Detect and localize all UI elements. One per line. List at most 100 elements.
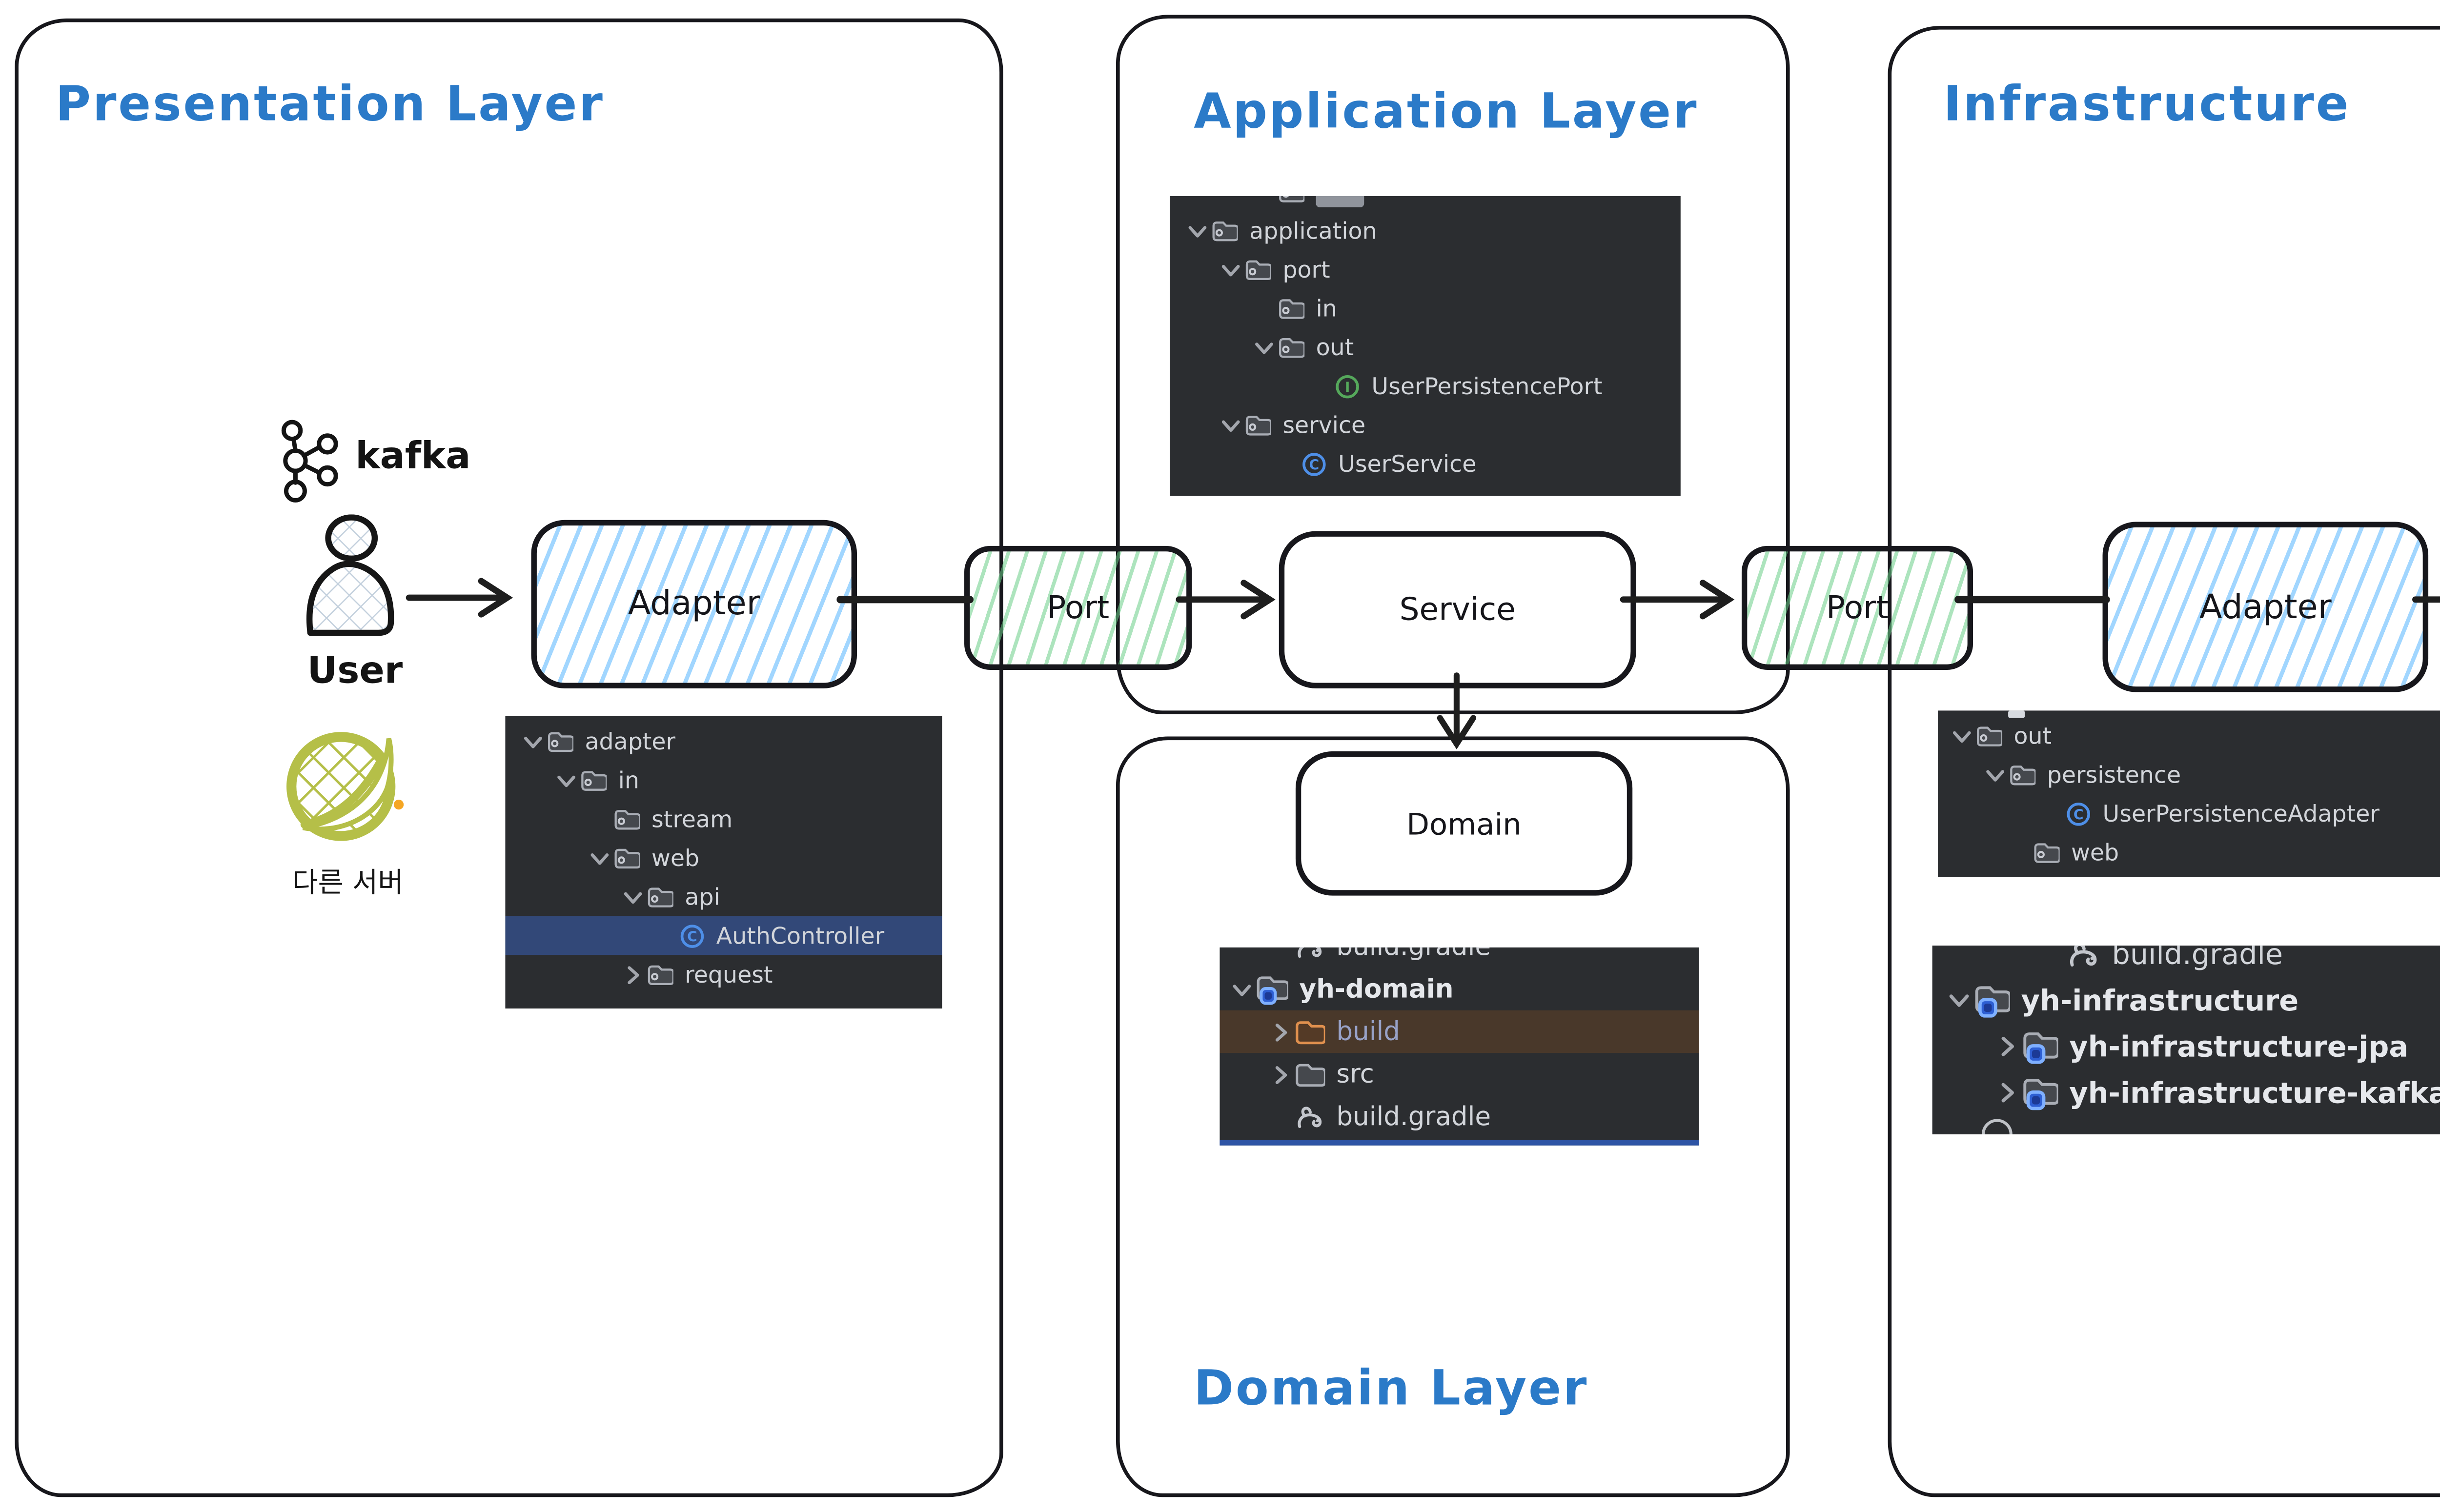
tree-row-selected[interactable]: build xyxy=(1220,1010,1699,1053)
application-layer-container[interactable] xyxy=(1116,15,1790,714)
tree-row[interactable]: stream xyxy=(505,799,942,838)
port-in-box[interactable]: Port xyxy=(964,545,1192,670)
domain-module-tree: build.gradle yh-domain build src build.g… xyxy=(1220,947,1699,1146)
chevron-down-icon[interactable] xyxy=(1218,414,1242,436)
tree-row[interactable] xyxy=(1170,196,1681,211)
tree-row[interactable]: in xyxy=(1170,289,1681,328)
tree-row-label: UserService xyxy=(1338,449,1477,478)
chevron-down-icon[interactable] xyxy=(1218,258,1242,281)
tree-row[interactable]: yh-infrastructure-jpa xyxy=(1932,1023,2440,1069)
tree-row-label: UserPersistenceAdapter xyxy=(2102,799,2379,827)
tree-row-label: in xyxy=(618,766,640,794)
chevron-down-icon[interactable] xyxy=(587,847,610,869)
tree-row[interactable]: web xyxy=(1938,833,2440,872)
tree-row-label: yh-infrastructure-jpa xyxy=(2069,1029,2408,1063)
tree-row[interactable]: build.gradle xyxy=(1932,946,2440,977)
service-box[interactable]: Service xyxy=(1279,531,1636,688)
tree-row-label: in xyxy=(1316,294,1337,322)
arrow-user-to-adapter xyxy=(406,578,513,618)
tree-row[interactable]: persistence xyxy=(1938,755,2440,794)
infrastructure-title: Infrastructure xyxy=(1943,78,2351,134)
interface-icon xyxy=(1335,373,1361,399)
port-in-label: Port xyxy=(1047,589,1110,626)
gradle-icon xyxy=(1294,948,1325,961)
clipped-icon-fragment xyxy=(1981,1119,2013,1134)
tree-row[interactable]: service xyxy=(1170,405,1681,444)
tree-row[interactable]: out xyxy=(1170,327,1681,366)
user-icon[interactable] xyxy=(292,514,400,640)
tree-row[interactable]: yh-domain xyxy=(1220,968,1699,1010)
tree-row-label: AuthController xyxy=(716,921,885,949)
clipped-text-fragment xyxy=(1316,196,1364,207)
folder-icon xyxy=(1244,413,1272,437)
tree-row[interactable]: yh-infrastructure-kafka xyxy=(1932,1069,2440,1116)
user-label: User xyxy=(307,647,403,692)
chevron-down-icon[interactable] xyxy=(1947,988,1971,1012)
tree-row[interactable]: build.gradle xyxy=(1220,947,1699,968)
domain-layer-title: Domain Layer xyxy=(1194,1362,1589,1418)
port-out-box[interactable]: Port xyxy=(1741,545,1973,670)
tree-row-selected[interactable]: AuthController xyxy=(505,916,942,955)
folder-icon xyxy=(2032,840,2060,864)
tree-row[interactable]: UserService xyxy=(1170,444,1681,483)
chevron-down-icon[interactable] xyxy=(553,769,577,791)
tree-row[interactable]: out xyxy=(1938,716,2440,755)
tree-row[interactable]: yh-infrastructure xyxy=(1932,977,2440,1024)
presentation-layer-container[interactable] xyxy=(15,18,1003,1497)
domain-box-label: Domain xyxy=(1406,806,1522,841)
arrow-adapter-to-external xyxy=(2412,596,2440,603)
chevron-down-icon[interactable] xyxy=(1229,978,1253,1000)
line-port-out-to-adapter xyxy=(1954,596,2110,604)
adapter-out-box[interactable]: Adapter xyxy=(2102,522,2429,692)
line-adapter-to-port-in xyxy=(836,596,974,604)
chevron-down-icon[interactable] xyxy=(1949,725,1973,747)
port-out-label: Port xyxy=(1826,589,1889,626)
tree-row-label: src xyxy=(1336,1059,1374,1089)
application-layer-title: Application Layer xyxy=(1194,85,1699,141)
tree-row-label: port xyxy=(1282,255,1330,283)
service-label: Service xyxy=(1399,591,1516,628)
tree-row[interactable]: src xyxy=(1220,1053,1699,1095)
folder-icon xyxy=(1294,1060,1325,1088)
tree-row[interactable]: application xyxy=(1170,211,1681,250)
tree-row[interactable]: build.gradle xyxy=(1220,1095,1699,1138)
folder-icon xyxy=(646,885,674,908)
chevron-right-icon[interactable] xyxy=(1995,1034,2019,1058)
folder-icon xyxy=(1244,257,1272,281)
tree-row[interactable]: in xyxy=(505,761,942,800)
folder-icon xyxy=(546,729,574,753)
kafka-left-label: kafka xyxy=(355,433,471,478)
chevron-right-icon[interactable] xyxy=(620,963,644,986)
other-server-left-icon[interactable] xyxy=(283,726,405,847)
chevron-down-icon[interactable] xyxy=(1251,336,1275,358)
chevron-down-icon[interactable] xyxy=(620,886,644,908)
class-icon xyxy=(679,923,705,948)
chevron-down-icon[interactable] xyxy=(1184,219,1208,242)
chevron-right-icon[interactable] xyxy=(1268,1021,1292,1043)
folder-icon xyxy=(1277,196,1305,203)
chevron-down-icon[interactable] xyxy=(520,730,544,752)
adapter-in-box[interactable]: Adapter xyxy=(531,520,857,688)
tree-row-label: request xyxy=(685,960,773,988)
domain-box[interactable]: Domain xyxy=(1295,751,1633,896)
tree-row[interactable]: web xyxy=(505,838,942,877)
chevron-right-icon[interactable] xyxy=(1268,1063,1292,1086)
tree-row-label: build.gradle xyxy=(2112,946,2283,971)
tree-row-label: web xyxy=(651,844,700,872)
tree-row-label: api xyxy=(685,883,720,911)
tree-row[interactable]: request xyxy=(505,955,942,994)
tree-row[interactable]: UserPersistenceAdapter xyxy=(1938,794,2440,833)
kafka-icon[interactable] xyxy=(270,418,345,503)
tree-row[interactable]: UserPersistencePort xyxy=(1170,366,1681,405)
folder-icon xyxy=(646,962,674,986)
tree-row[interactable]: port xyxy=(1170,250,1681,289)
tree-row[interactable]: adapter xyxy=(505,722,942,761)
module-folder-icon xyxy=(1255,973,1288,1005)
folder-icon xyxy=(1975,724,2003,747)
chevron-right-icon[interactable] xyxy=(1995,1081,2019,1105)
tree-row[interactable]: api xyxy=(505,877,942,916)
infrastructure-container[interactable] xyxy=(1888,26,2440,1497)
chevron-down-icon[interactable] xyxy=(1982,764,2006,786)
module-folder-icon xyxy=(2021,1029,2058,1064)
